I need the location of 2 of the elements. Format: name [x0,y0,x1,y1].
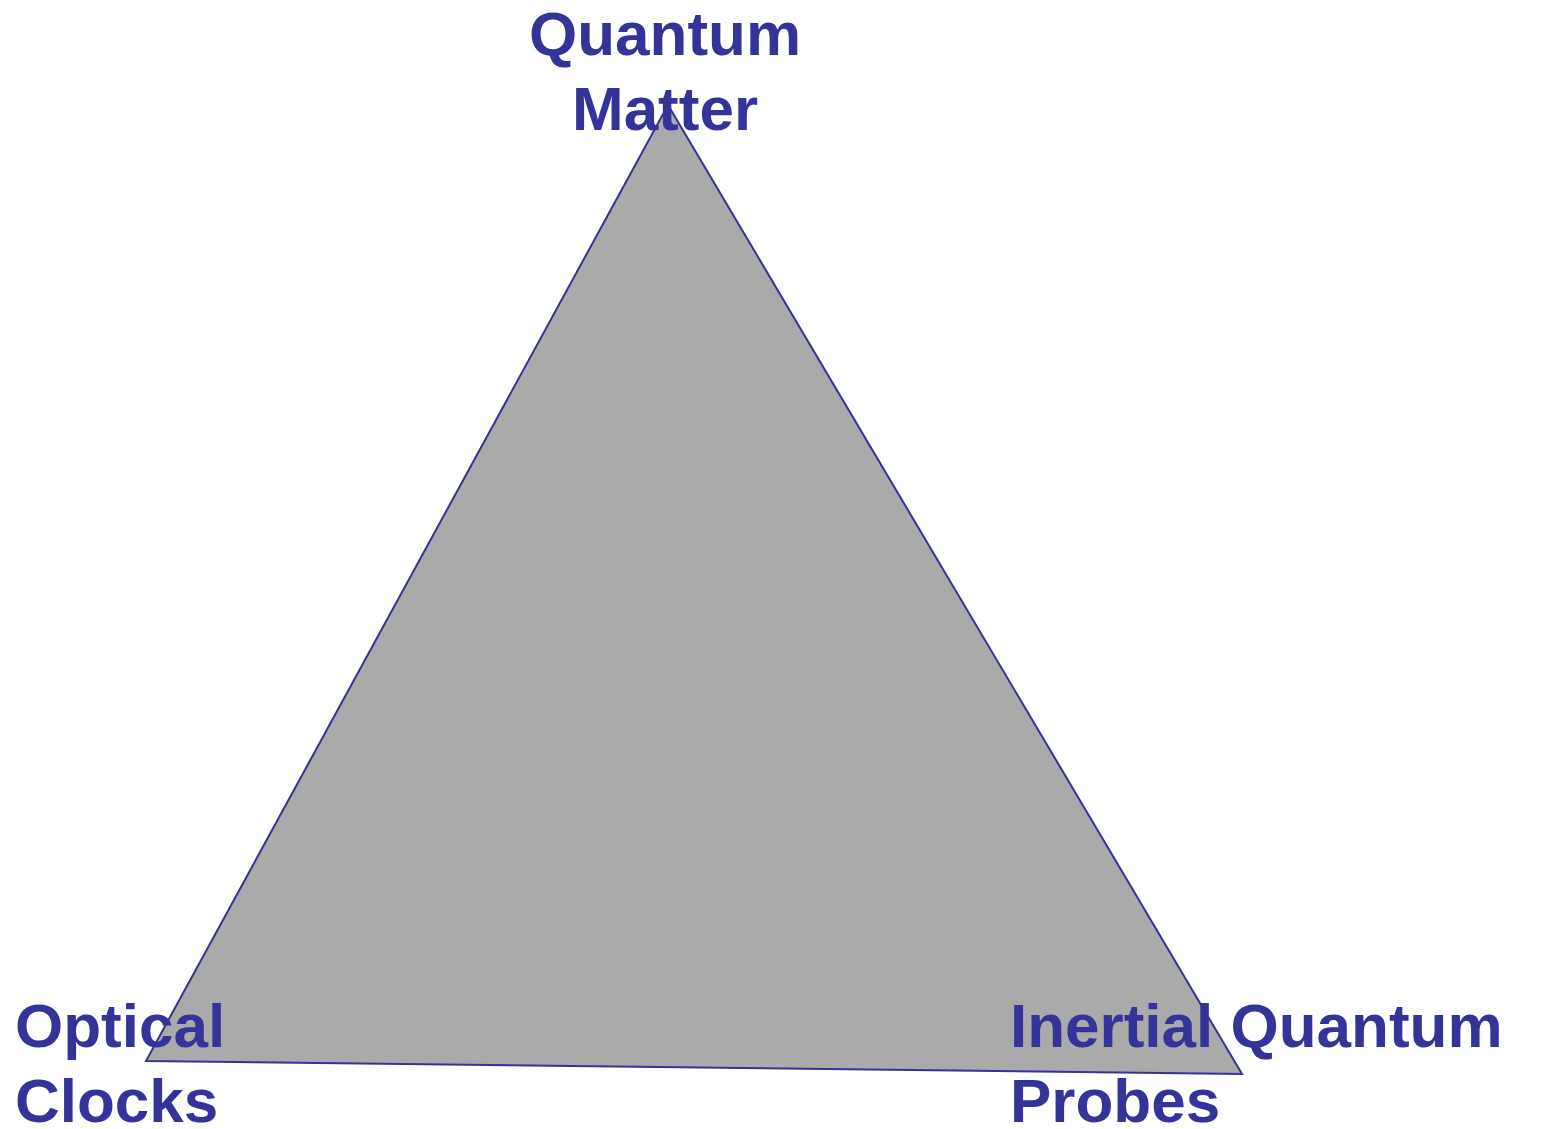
corner-label: Quantum Matter [527,0,803,145]
corner-label: Inertial Quantum Probes [1010,990,1504,1129]
